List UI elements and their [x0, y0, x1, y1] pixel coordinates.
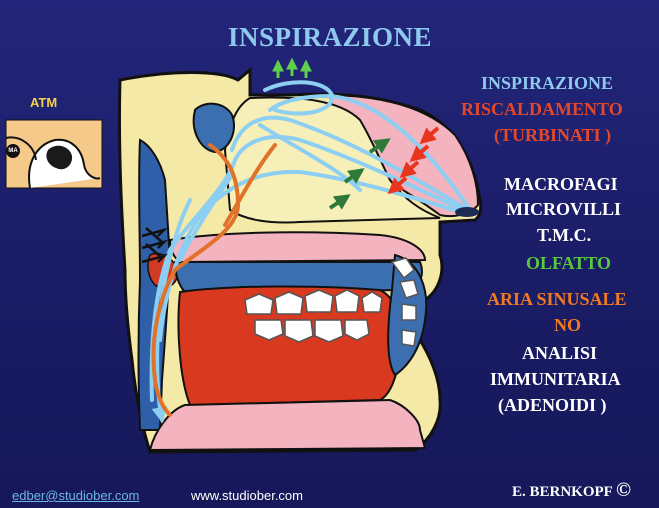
- label-riscaldamento: RISCALDAMENTO: [461, 98, 623, 120]
- inspiration-arrows: [278, 60, 306, 78]
- footer-email-link[interactable]: edber@studiober.com: [12, 488, 139, 503]
- label-tmc: T.M.C.: [537, 224, 591, 246]
- label-olfatto: OLFATTO: [526, 252, 611, 274]
- label-turbinati: (TURBINATI ): [494, 124, 611, 146]
- label-inspirazione: INSPIRAZIONE: [481, 72, 613, 94]
- lower-jaw: [150, 400, 425, 450]
- label-analisi: ANALISI: [522, 342, 597, 364]
- atm-label: ATM: [30, 95, 57, 110]
- label-immunitaria: IMMUNITARIA: [490, 368, 621, 390]
- label-no: NO: [554, 314, 581, 336]
- footer-website: www.studiober.com: [191, 488, 303, 503]
- atm-marker-text: MA: [8, 148, 17, 154]
- author-name: E. BERNKOPF: [512, 484, 612, 500]
- nostril: [455, 207, 479, 217]
- label-microvilli: MICROVILLI: [506, 198, 621, 220]
- atm-marker: MA: [6, 144, 20, 158]
- author-credit: E. BERNKOPF ©: [512, 479, 631, 502]
- atm-inset: [6, 120, 102, 188]
- label-adenoidi: (ADENOIDI ): [498, 394, 607, 416]
- label-aria-sinusale: ARIA SINUSALE: [487, 288, 627, 310]
- label-macrofagi: MACROFAGI: [504, 173, 618, 195]
- copyright-symbol: ©: [616, 479, 631, 501]
